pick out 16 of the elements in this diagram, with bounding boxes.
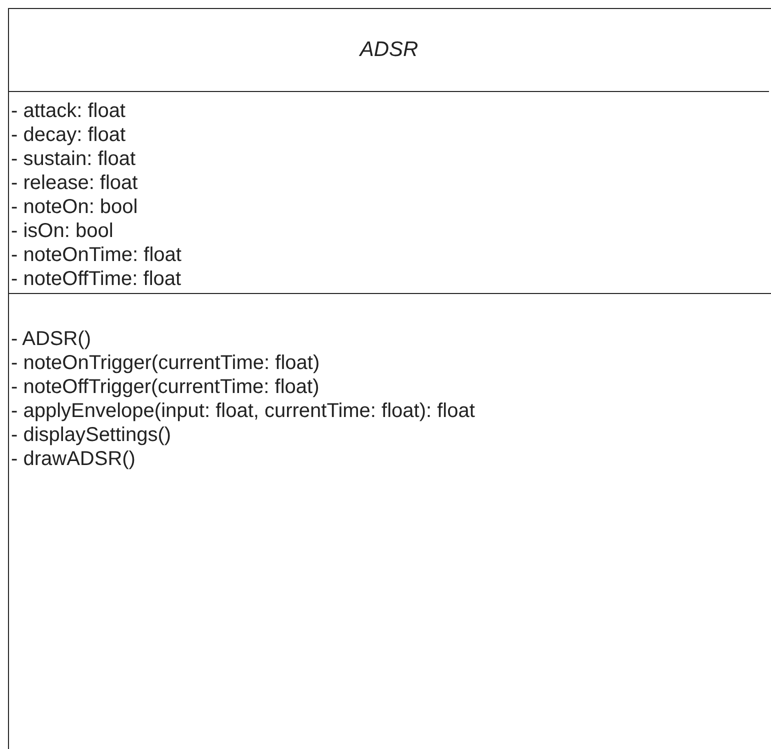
attribute-text: - noteOffTime: float (11, 267, 182, 291)
method-text: - noteOffTrigger(currentTime: float) (11, 375, 320, 399)
method-text: - displaySettings() (11, 423, 172, 447)
attribute-text: - noteOn: bool (11, 195, 139, 219)
method-text: - ADSR() (11, 327, 92, 351)
method-text: - noteOnTrigger(currentTime: float) (11, 351, 321, 375)
attribute-text: - attack: float (11, 99, 126, 123)
attribute-text: - isOn: bool (11, 219, 114, 243)
class-name: ADSR (360, 38, 418, 62)
method-text: - drawADSR() (11, 447, 136, 471)
attribute-text: - noteOnTime: float (11, 243, 182, 267)
class-box (8, 8, 771, 749)
method-text: - applyEnvelope(input: float, currentTime: float): float (11, 399, 476, 423)
attribute-text: - release: float (11, 171, 139, 195)
attribute-text: - sustain: float (11, 147, 137, 171)
attribute-text: - decay: float (11, 123, 127, 147)
